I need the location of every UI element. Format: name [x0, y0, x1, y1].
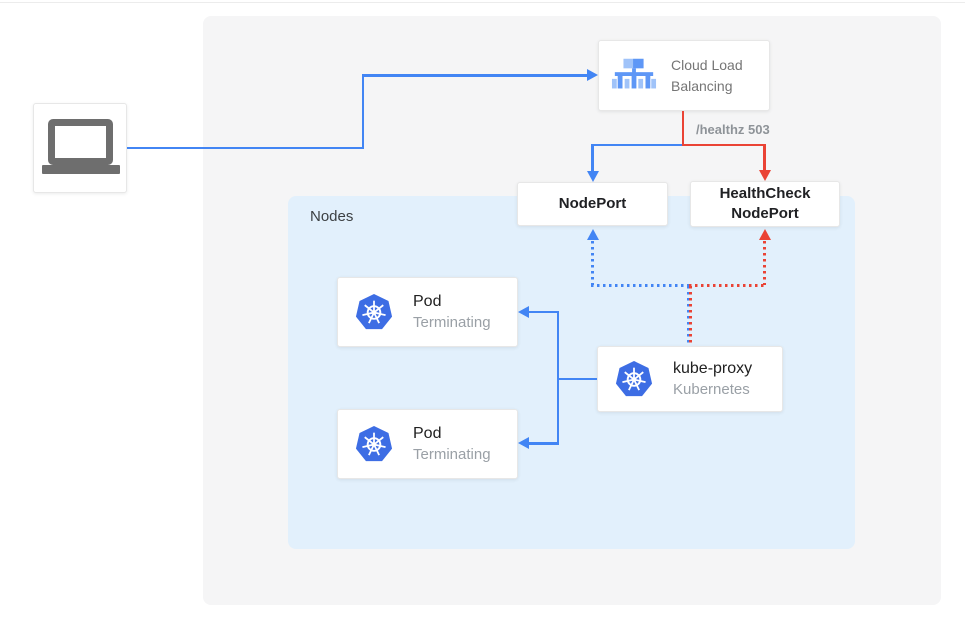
- cloud-load-balancing-label: Cloud Load Balancing: [671, 57, 743, 94]
- kubernetes-icon: [614, 359, 654, 397]
- edge-dotted-stem-red: [689, 286, 692, 346]
- edge-branch-red-h: [682, 143, 766, 146]
- nodes-label: Nodes: [310, 208, 354, 225]
- arrowhead-into-pod2: [518, 437, 529, 449]
- edge-pod1-h: [529, 310, 558, 313]
- edge-dotted-red-v: [763, 241, 766, 285]
- edge-branch-red-v: [763, 143, 766, 171]
- pod-text: Pod Terminating: [413, 291, 491, 333]
- healthcheck-nodeport-box: HealthCheck NodePort: [690, 181, 840, 227]
- pod-title: Pod: [413, 425, 442, 442]
- pod-box: Pod Terminating: [337, 277, 518, 347]
- edge-client-to-clb-h: [361, 74, 588, 77]
- cloud-load-balancing-icon: [611, 58, 657, 89]
- kube-proxy-title: kube-proxy: [673, 360, 753, 377]
- kubernetes-icon: [354, 424, 394, 462]
- edge-client-v: [361, 74, 364, 149]
- healthcheck-nodeport-label: HealthCheck NodePort: [719, 185, 811, 222]
- edge-dotted-blue-h: [591, 284, 689, 287]
- pod-box: Pod Terminating: [337, 409, 518, 479]
- laptop-icon: [34, 104, 126, 192]
- edge-branch-blue-h: [591, 143, 683, 146]
- kube-proxy-box: kube-proxy Kubernetes: [597, 346, 783, 412]
- arrowhead-dotted-into-healthcheck: [758, 229, 771, 240]
- cloud-load-balancing-box: Cloud Load Balancing: [598, 40, 770, 111]
- kubernetes-icon: [354, 292, 394, 330]
- nodeport-box: NodePort: [517, 182, 668, 226]
- edge-dotted-stem-blue: [686, 286, 690, 346]
- pod-title: Pod: [413, 293, 442, 310]
- pod-text: Pod Terminating: [413, 423, 491, 465]
- laptop-base: [42, 165, 120, 174]
- pod-subtitle: Terminating: [413, 446, 491, 463]
- client-box: [33, 103, 127, 193]
- kube-proxy-text: kube-proxy Kubernetes: [673, 358, 752, 400]
- nodeport-label: NodePort: [558, 195, 627, 212]
- edge-kubeproxy-h: [557, 377, 597, 380]
- edge-dotted-blue-v: [591, 241, 594, 285]
- kube-proxy-subtitle: Kubernetes: [673, 381, 750, 398]
- arrowhead-dotted-into-nodeport: [586, 229, 599, 240]
- healthz-status-label: /healthz 503: [696, 122, 770, 137]
- arrowhead-into-nodeport: [586, 171, 599, 182]
- arrowhead-into-healthcheck: [758, 170, 771, 181]
- edge-pod2-h: [529, 442, 558, 445]
- arrowhead-into-clb: [587, 69, 598, 81]
- laptop-screen: [48, 119, 113, 165]
- pod-subtitle: Terminating: [413, 314, 491, 331]
- top-divider: [0, 2, 965, 3]
- edge-client-h: [127, 146, 364, 149]
- edge-branch-blue-v: [591, 143, 594, 172]
- arrowhead-into-pod1: [518, 306, 529, 318]
- edge-pods-v: [556, 310, 559, 445]
- edge-clb-down-red: [681, 111, 684, 146]
- edge-dotted-red-h: [689, 284, 765, 287]
